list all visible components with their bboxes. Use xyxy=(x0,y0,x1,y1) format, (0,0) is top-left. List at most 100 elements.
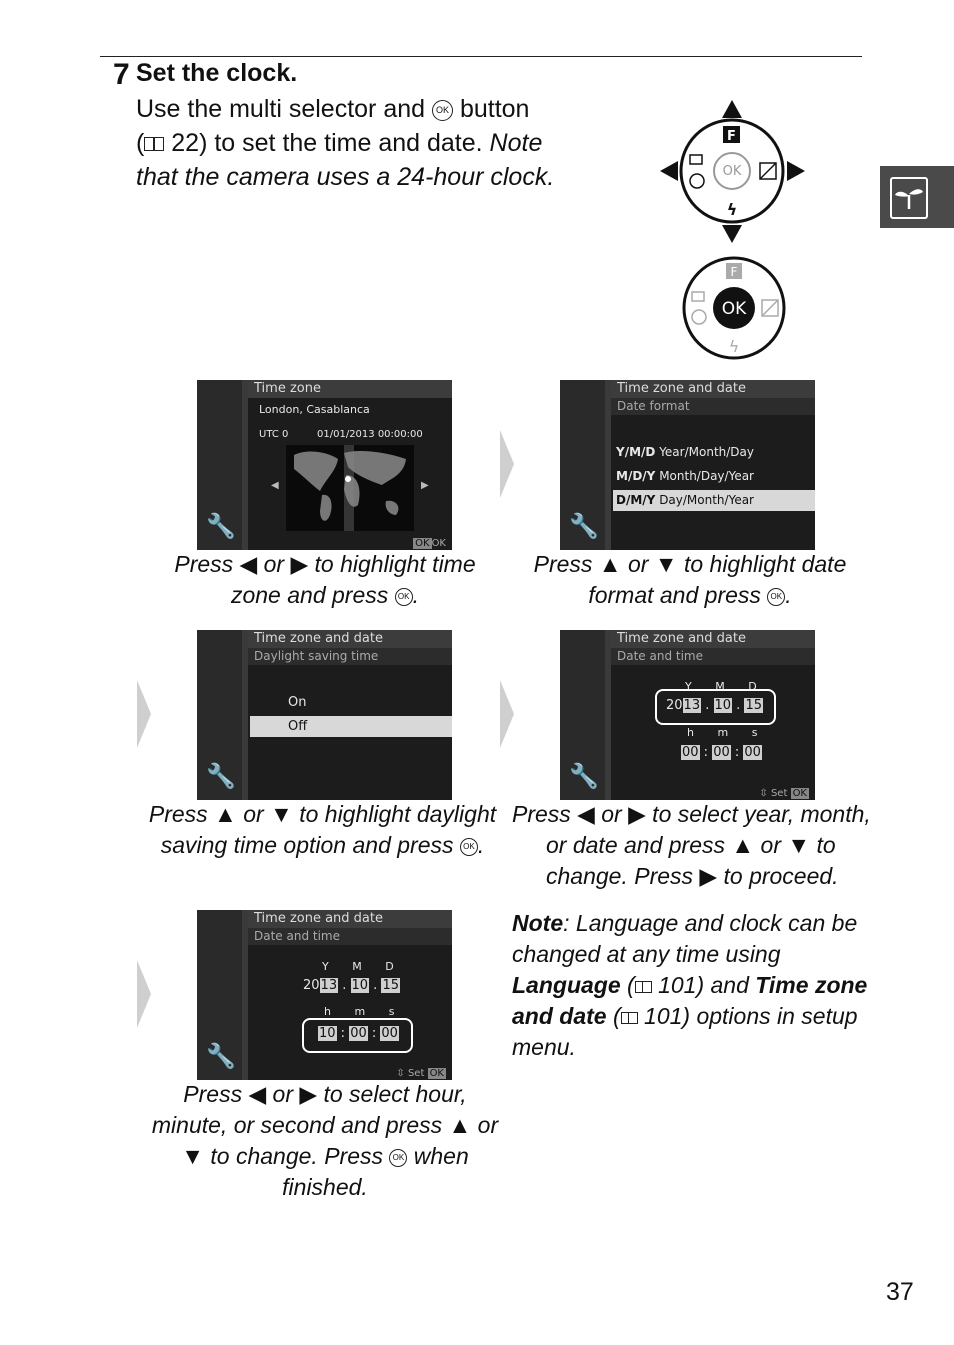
screen-daylight-saving: 🔧 Time zone and date Daylight saving tim… xyxy=(197,630,452,800)
book-ref-icon xyxy=(620,1011,638,1024)
option-ymd: Y/M/D Year/Month/Day xyxy=(616,445,754,459)
wrench-icon: 🔧 xyxy=(206,1043,236,1070)
svg-text:OK: OK xyxy=(723,164,742,179)
caption-line: ▼ to change. Press xyxy=(181,1143,383,1169)
intro-line1-post: button xyxy=(459,95,530,123)
wrench-icon: 🔧 xyxy=(569,763,599,790)
caption-line: zone and press xyxy=(230,582,389,608)
intro-line1-pre: Use the multi selector and xyxy=(136,95,426,123)
time-labels: h m s xyxy=(687,726,758,739)
screen-date-time-2: 🔧 Time zone and date Date and time Y M D… xyxy=(197,910,452,1080)
world-map xyxy=(286,445,414,531)
next-step-arrow-icon xyxy=(500,680,514,748)
caption-line: or date and press ▲ or ▼ to xyxy=(546,832,836,858)
setup-section-tab xyxy=(880,166,954,228)
caption-line: Press ▲ or ▼ to highlight daylight xyxy=(148,801,497,827)
note-language: Language xyxy=(512,972,621,998)
caption-line: Press ◀ or ▶ to highlight time xyxy=(174,551,476,577)
caption-line: Press ◀ or ▶ to select hour, xyxy=(183,1081,467,1107)
sprout-icon xyxy=(890,177,928,219)
caption-line: finished. xyxy=(282,1174,368,1200)
next-step-arrow-icon xyxy=(137,680,151,748)
ok-button-icon: OK xyxy=(389,1148,408,1167)
caption-dst: Press ▲ or ▼ to highlight daylight savin… xyxy=(140,799,505,861)
screen-subheader: Date format xyxy=(611,398,815,415)
svg-text:ϟ: ϟ xyxy=(729,337,740,356)
note-block: Note: Language and clock can be changed … xyxy=(512,910,868,1060)
wrench-icon: 🔧 xyxy=(206,763,236,790)
caption-line: format and press xyxy=(588,582,761,608)
note-time-zone: Time zone and date xyxy=(512,972,868,1029)
time-labels: h m s xyxy=(324,1005,395,1018)
step-title: Set the clock. xyxy=(136,59,298,87)
screen-footer: ⇳ Set OK xyxy=(759,788,809,799)
note-ref: 101) and xyxy=(658,972,749,998)
time-values: 10 : 00 : 00 xyxy=(318,1026,399,1041)
ok-button-icon: OK xyxy=(767,587,786,606)
book-ref-icon xyxy=(144,137,165,152)
step-intro: Use the multi selector and OK button ( 2… xyxy=(136,92,606,194)
date-labels: Y M D xyxy=(685,680,757,693)
option-mdy: M/D/Y Month/Day/Year xyxy=(616,469,754,483)
note-label: Note xyxy=(512,910,564,936)
caption-line: change. Press ▶ to proceed. xyxy=(546,863,839,889)
caption-time: Press ◀ or ▶ to select hour, minute, or … xyxy=(145,1079,505,1203)
note-text: : Language and clock can be changed at a… xyxy=(512,910,858,967)
svg-text:OK: OK xyxy=(722,299,747,319)
screen-date-format: 🔧 Time zone and date Date format Y/M/D Y… xyxy=(560,380,815,550)
caption-date-format: Press ▲ or ▼ to highlight date format an… xyxy=(520,549,860,611)
top-rule xyxy=(100,56,862,57)
intro-note-word: Note xyxy=(489,129,543,157)
svg-text:F: F xyxy=(731,265,738,279)
date-values: 2013 . 10 . 15 xyxy=(303,978,400,993)
date-labels: Y M D xyxy=(322,960,394,973)
screen-date-time: 🔧 Time zone and date Date and time Y M D… xyxy=(560,630,815,800)
caption-time-zone: Press ◀ or ▶ to highlight time zone and … xyxy=(150,549,500,611)
screen-header: Time zone and date xyxy=(611,380,815,398)
multi-selector-diagram: OK F ϟ OK F ϟ xyxy=(660,100,805,360)
caption-line: Press ▲ or ▼ to highlight date xyxy=(533,551,847,577)
svg-text:F: F xyxy=(727,129,736,144)
next-step-arrow-icon xyxy=(500,430,514,498)
intro-paren: ( xyxy=(136,129,145,157)
caption-line: saving time option and press xyxy=(160,832,454,858)
caption-date: Press ◀ or ▶ to select year, month, or d… xyxy=(512,799,872,892)
multi-selector-bottom: OK F ϟ xyxy=(682,256,786,360)
ok-button-icon: OK xyxy=(459,837,478,856)
tz-datetime: 01/01/2013 00:00:00 xyxy=(317,429,423,440)
wrench-icon: 🔧 xyxy=(206,513,236,540)
screen-header: Time zone and date xyxy=(611,630,815,648)
time-values: 00 : 00 : 00 xyxy=(681,745,762,760)
time-field-highlight xyxy=(302,1018,413,1053)
up-arrow-icon xyxy=(722,100,742,118)
screen-subheader: Daylight saving time xyxy=(248,648,452,665)
book-ref-icon xyxy=(634,980,652,993)
multi-selector-top: OK F ϟ xyxy=(660,100,805,243)
svg-text:ϟ: ϟ xyxy=(727,200,738,219)
page-number: 37 xyxy=(886,1278,914,1306)
caption-line: minute, or second and press ▲ or xyxy=(151,1112,499,1138)
next-step-arrow-icon xyxy=(137,960,151,1028)
intro-line3: that the camera uses a 24-hour clock. xyxy=(136,163,555,191)
option-off-selected: Off xyxy=(250,716,452,737)
down-arrow-icon xyxy=(722,225,742,243)
note-ref: 101) options in setup menu. xyxy=(512,1003,858,1060)
caption-line: when xyxy=(413,1143,469,1169)
screen-subheader: Date and time xyxy=(611,648,815,665)
right-arrow-icon: ▶ xyxy=(421,480,429,491)
screen-subheader: Date and time xyxy=(248,928,452,945)
intro-line2: 22) to set the time and date. xyxy=(171,129,483,157)
screen-footer: ⇳ Set OK xyxy=(396,1068,446,1079)
step-number: 7 xyxy=(113,58,130,91)
left-arrow-icon: ◀ xyxy=(271,480,279,491)
right-arrow-icon xyxy=(787,161,805,181)
date-field-highlight xyxy=(655,689,776,725)
wrench-icon: 🔧 xyxy=(569,513,599,540)
option-dmy-selected: D/M/Y Day/Month/Year xyxy=(613,490,815,511)
ok-button-icon: OK xyxy=(431,99,453,121)
tz-city: London, Casablanca xyxy=(259,403,370,416)
screen-header: Time zone and date xyxy=(248,910,452,928)
option-on: On xyxy=(288,695,307,710)
caption-line: Press ◀ or ▶ to select year, month, xyxy=(512,801,871,827)
